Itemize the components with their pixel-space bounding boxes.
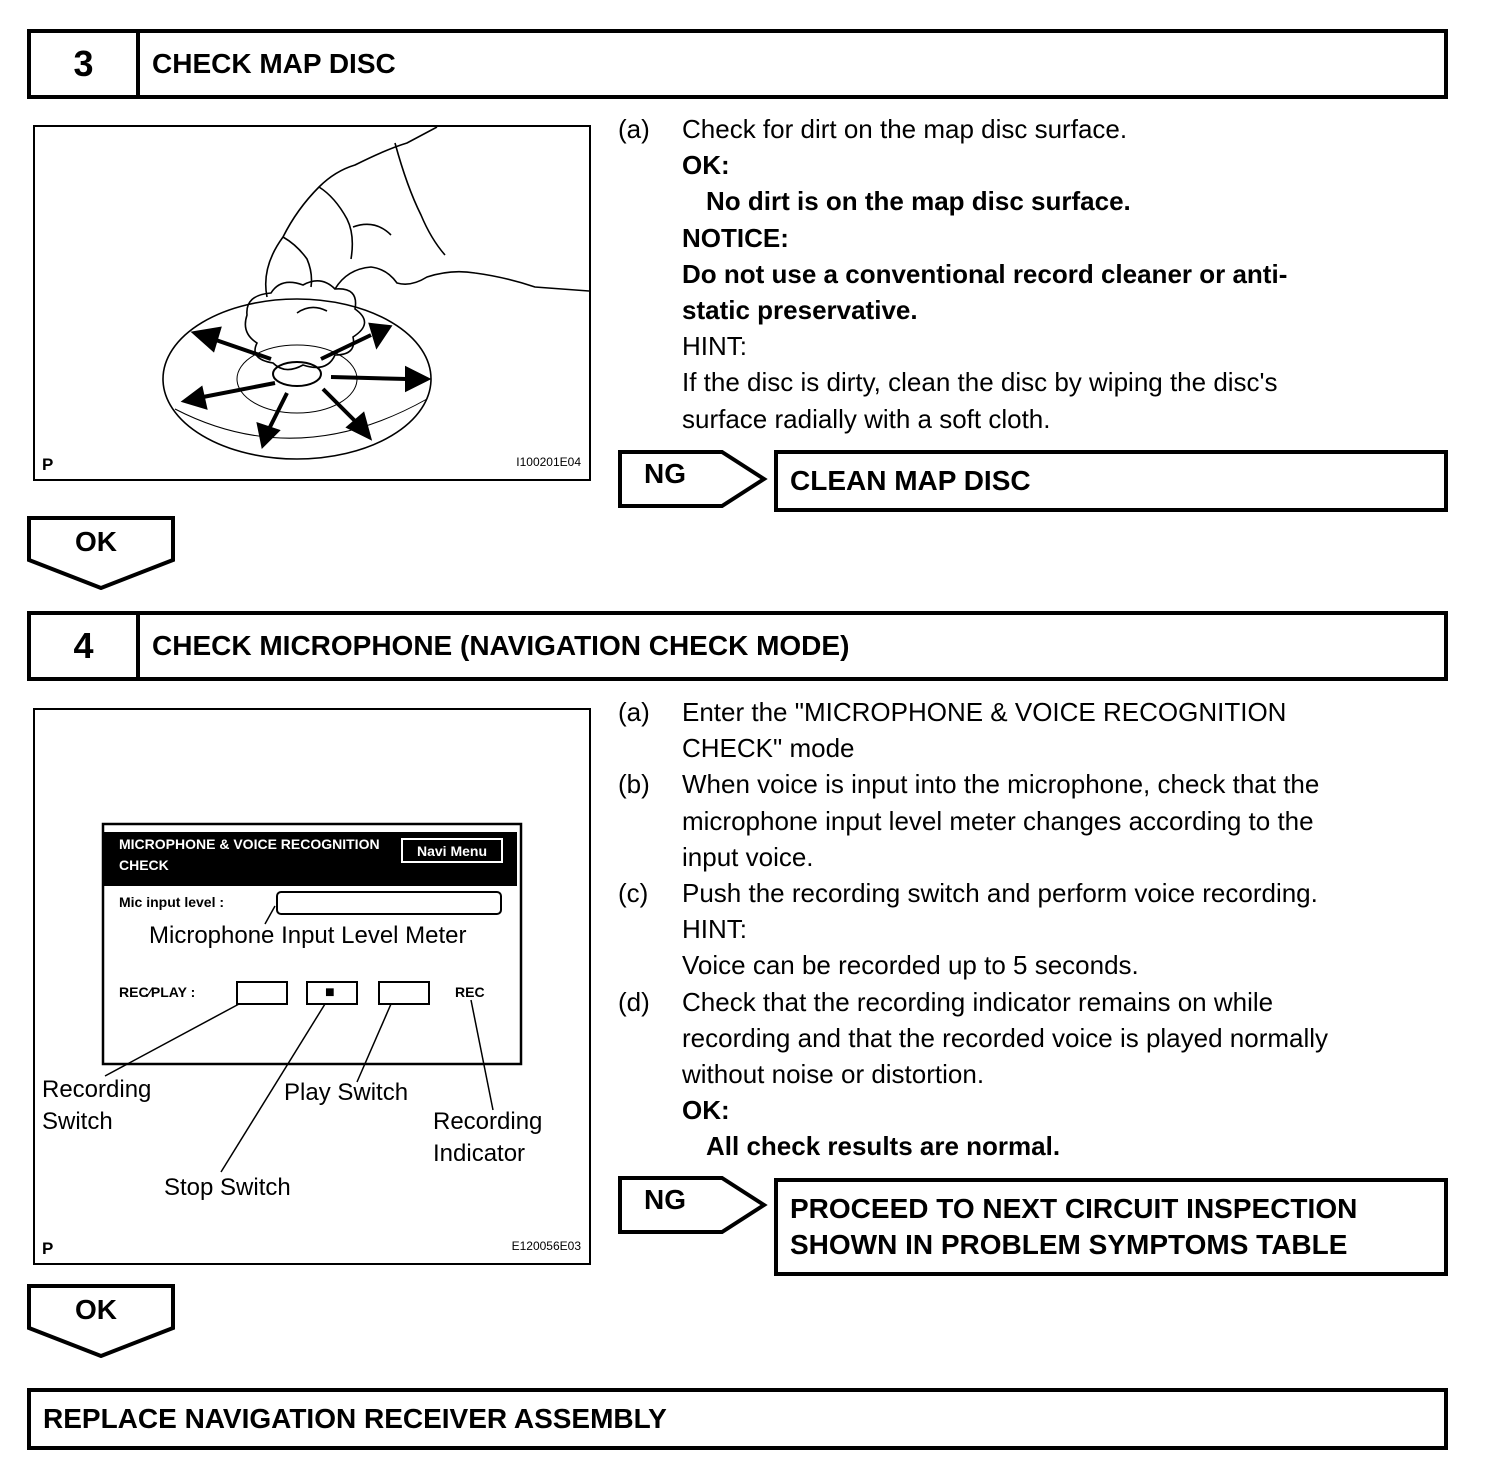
item-mark: (d)	[618, 986, 650, 1017]
instruction-d: (d) Check that the recording indicator r…	[618, 984, 1448, 1093]
text-line: without noise or distortion.	[682, 1059, 985, 1090]
ok-flow-tag: OK	[27, 1284, 175, 1358]
callout-recording-switch: Recording Switch	[42, 1074, 151, 1138]
ok-label: OK:	[682, 1095, 730, 1126]
map-disc-illustration: P I100201E04	[33, 125, 591, 481]
ng-tag: NG	[618, 450, 768, 508]
disc-wipe-drawing	[162, 127, 589, 460]
screen-drawing	[101, 822, 523, 1173]
instruction-b: (b) When voice is input into the microph…	[618, 766, 1448, 875]
callout-stop-switch: Stop Switch	[164, 1174, 291, 1201]
step-3-header: 3 CHECK MAP DISC	[27, 29, 1448, 99]
instruction-a: (a) Enter the "MICROPHONE & VOICE RECOGN…	[618, 694, 1448, 766]
ok-label: OK:	[682, 150, 730, 181]
ok-arrow-shape	[27, 1284, 175, 1358]
item-text: Push the recording switch and perform vo…	[682, 875, 1448, 984]
ng-action-box: CLEAN MAP DISC	[774, 450, 1448, 512]
screen-title: MICROPHONE & VOICE RECOGNITION CHECK	[119, 834, 389, 876]
callout-recording-indicator: Recording Indicator	[433, 1106, 542, 1170]
ok-flow-tag: OK	[27, 516, 175, 590]
item-mark: (a)	[618, 697, 650, 727]
step-number: 3	[31, 33, 140, 95]
ng-arrow-shape	[618, 1176, 768, 1234]
final-action-text: REPLACE NAVIGATION RECEIVER ASSEMBLY	[43, 1403, 667, 1434]
step-number: 4	[31, 615, 140, 677]
item-mark: (b)	[618, 769, 650, 800]
figure-code: E120056E03	[511, 1239, 581, 1253]
hint-label: HINT:	[682, 331, 747, 362]
screen-title-line-1: MICROPHONE & VOICE RECOGNITION	[119, 836, 380, 852]
item-mark: (a)	[618, 114, 650, 144]
hint-text: Voice can be recorded up to 5 seconds.	[682, 950, 1139, 981]
callout-play-switch: Play Switch	[284, 1079, 409, 1106]
text-line: Push the recording switch and perform vo…	[682, 878, 1318, 909]
ng-arrow-shape	[618, 450, 768, 508]
stop-switch-icon: ■	[325, 984, 335, 1001]
step-title: CHECK MICROPHONE (NAVIGATION CHECK MODE)	[152, 630, 850, 661]
text-line: recording and that the recorded voice is…	[682, 1022, 1329, 1053]
ok-arrow-shape	[27, 516, 175, 590]
item-mark: (c)	[618, 878, 649, 909]
instruction-c: (c) Push the recording switch and perfor…	[618, 875, 1448, 984]
hint-text-2: surface radially with a soft cloth.	[682, 403, 1051, 434]
callout-line: Indicator	[433, 1140, 526, 1167]
instruction-a: (a) Check for dirt on the map disc surfa…	[618, 111, 1448, 147]
navi-menu-button: Navi Menu	[401, 838, 503, 863]
text-line: Check that the recording indicator remai…	[682, 986, 1274, 1017]
ng-action-text: CLEAN MAP DISC	[790, 465, 1031, 496]
figure-code: I100201E04	[516, 455, 581, 469]
callout-line: Recording	[42, 1076, 152, 1103]
notice-label: NOTICE:	[682, 222, 789, 253]
item-text: When voice is input into the microphone,…	[682, 766, 1448, 875]
hint-text-1: If the disc is dirty, clean the disc by …	[682, 367, 1278, 398]
callout-line: Switch	[42, 1108, 113, 1135]
notice-text-2: static preservative.	[682, 295, 918, 326]
text-line: microphone input level meter changes acc…	[682, 805, 1314, 836]
callout-meter: Microphone Input Level Meter	[149, 922, 467, 949]
mic-input-label: Mic input level :	[119, 894, 225, 910]
text-line: Enter the "MICROPHONE & VOICE RECOGNITIO…	[682, 697, 1287, 727]
text-line: When voice is input into the microphone,…	[682, 769, 1320, 800]
ok-criterion: No dirt is on the map disc surface.	[706, 186, 1131, 217]
step-3-instructions: (a) Check for dirt on the map disc surfa…	[618, 111, 1448, 437]
ng-action-text-1: PROCEED TO NEXT CIRCUIT INSPECTION	[790, 1193, 1358, 1224]
ng-label: NG	[644, 1184, 686, 1215]
ng-label: NG	[644, 458, 686, 489]
item-text: Enter the "MICROPHONE & VOICE RECOGNITIO…	[682, 694, 1448, 766]
figure-corner-label: P	[42, 455, 54, 474]
hint-label: HINT:	[682, 914, 747, 945]
ng-action-text-2: SHOWN IN PROBLEM SYMPTOMS TABLE	[790, 1229, 1348, 1260]
text-line: input voice.	[682, 841, 814, 872]
step-4-header: 4 CHECK MICROPHONE (NAVIGATION CHECK MOD…	[27, 611, 1448, 681]
final-action-box: REPLACE NAVIGATION RECEIVER ASSEMBLY	[27, 1388, 1448, 1450]
figure-corner-label: P	[42, 1239, 54, 1258]
ok-label: OK	[75, 1294, 117, 1325]
ng-action-box: PROCEED TO NEXT CIRCUIT INSPECTION SHOWN…	[774, 1178, 1448, 1276]
ng-tag: NG	[618, 1176, 768, 1234]
text-line: CHECK" mode	[682, 733, 855, 764]
item-text: Check for dirt on the map disc surface.	[682, 114, 1128, 144]
screen-title-line-2: CHECK	[119, 857, 169, 873]
ok-criterion: All check results are normal.	[706, 1131, 1061, 1162]
rec-indicator: REC	[455, 984, 485, 1000]
ok-label: OK	[75, 526, 117, 557]
callout-line: Recording	[433, 1108, 543, 1135]
item-text: Check that the recording indicator remai…	[682, 984, 1448, 1093]
rec-play-label: REC∕PLAY :	[119, 984, 196, 1000]
step-title: CHECK MAP DISC	[152, 48, 396, 79]
notice-text-1: Do not use a conventional record cleaner…	[682, 258, 1288, 289]
step-4-instructions: (a) Enter the "MICROPHONE & VOICE RECOGN…	[618, 694, 1448, 1165]
microphone-check-illustration: MICROPHONE & VOICE RECOGNITION CHECK Nav…	[33, 708, 591, 1265]
screen-title-bar	[103, 832, 517, 886]
